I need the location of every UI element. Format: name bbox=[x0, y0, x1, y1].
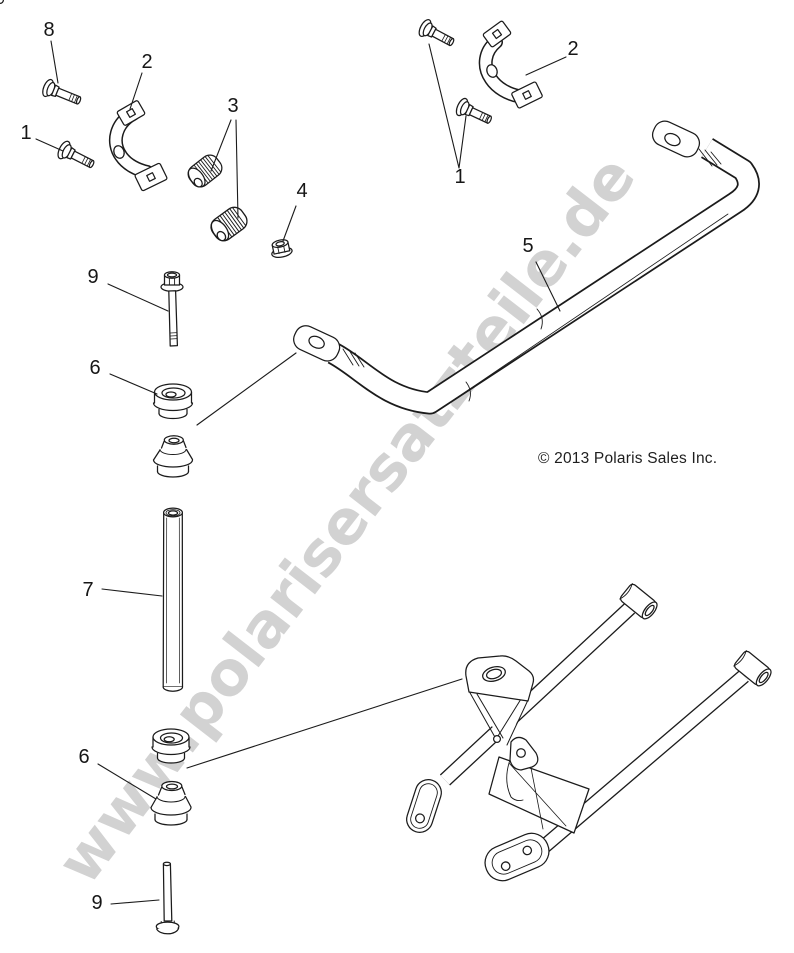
copyright-notice: © 2013 Polaris Sales Inc. bbox=[538, 450, 718, 467]
rear-control-arm-assembly bbox=[0, 0, 772, 882]
arm-flange-plate-bottom bbox=[484, 832, 550, 882]
callout-leader-lines bbox=[35, 40, 567, 905]
reference-line-link-to-arm bbox=[186, 678, 463, 769]
arm-mount-plate-left bbox=[406, 779, 442, 833]
callout-1-right: 1 bbox=[454, 166, 466, 188]
flange-bolt-top-left bbox=[42, 78, 82, 105]
bar-end-tab-right bbox=[651, 120, 701, 158]
callout-6-upper: 6 bbox=[89, 357, 101, 379]
callout-7: 7 bbox=[82, 579, 94, 601]
link-bolt-upper bbox=[160, 271, 184, 347]
callout-2-left: 2 bbox=[141, 51, 153, 73]
callout-9-lower: 9 bbox=[91, 892, 103, 914]
link-bolt-lower bbox=[155, 861, 180, 935]
callout-8: 8 bbox=[43, 19, 55, 41]
stabilizer-bracket-left bbox=[108, 100, 168, 192]
callout-4: 4 bbox=[296, 180, 308, 202]
reference-line-bar-to-link bbox=[196, 352, 297, 426]
flange-nut bbox=[271, 239, 293, 259]
callout-9-upper: 9 bbox=[87, 266, 99, 288]
callout-1-left: 1 bbox=[20, 122, 32, 144]
stabilizer-bar bbox=[293, 120, 760, 415]
stabilizer-bracket-right bbox=[478, 20, 543, 109]
arm-bushing-sleeve-left bbox=[619, 583, 658, 620]
callout-3: 3 bbox=[227, 95, 239, 117]
bolt-front-left bbox=[57, 140, 95, 169]
bolt-pair-right bbox=[418, 18, 492, 124]
link-bushings-upper bbox=[152, 383, 194, 478]
callout-6-lower: 6 bbox=[78, 746, 90, 768]
serrated-clamp-bushings bbox=[187, 154, 248, 242]
arm-bushing-sleeve-right bbox=[733, 650, 772, 687]
link-bushings-lower bbox=[150, 728, 192, 826]
callout-2-right: 2 bbox=[567, 38, 579, 60]
callout-5: 5 bbox=[522, 235, 534, 257]
link-spacer-tube bbox=[162, 507, 184, 692]
bar-end-tab-left bbox=[293, 325, 341, 362]
